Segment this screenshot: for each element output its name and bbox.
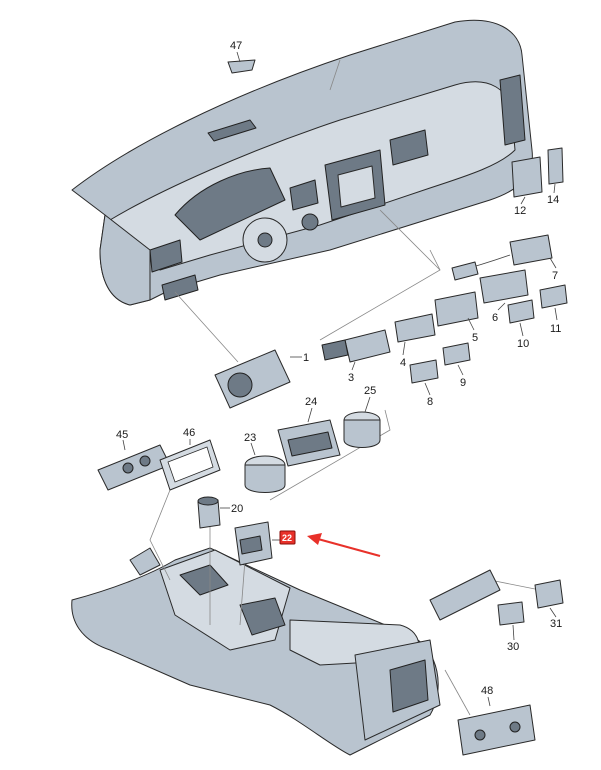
- center-console: [71, 547, 441, 756]
- label-24: 24: [305, 396, 317, 408]
- label-23: 23: [244, 432, 256, 444]
- label-1: 1: [303, 352, 309, 364]
- label-7: 7: [552, 270, 558, 282]
- dashboard: [71, 19, 533, 306]
- part-10: [507, 299, 535, 324]
- label-6: 6: [492, 312, 498, 324]
- part-12: [511, 156, 543, 198]
- part-24: [277, 419, 341, 467]
- part-14: [547, 147, 564, 185]
- label-47: 47: [230, 40, 242, 52]
- part-47: [227, 59, 256, 74]
- label-8: 8: [427, 396, 433, 408]
- part-labels: 47 1 3 4 5 6 7 8 9 10 11 12 14 20 23 24 …: [116, 40, 562, 697]
- part-8: [409, 359, 439, 384]
- label-46: 46: [183, 427, 195, 439]
- part-23: [244, 455, 286, 493]
- label-31: 31: [550, 618, 562, 630]
- part-3: [321, 329, 391, 363]
- part-20: [197, 496, 221, 529]
- label-4: 4: [400, 357, 406, 369]
- part-1: [214, 349, 291, 409]
- part-4: [394, 313, 436, 343]
- label-12: 12: [514, 205, 526, 217]
- label-10: 10: [517, 338, 529, 350]
- label-30: 30: [507, 641, 519, 653]
- part-45: [97, 444, 171, 491]
- part-trim-strip: [429, 569, 501, 621]
- label-48: 48: [481, 685, 493, 697]
- part-25: [343, 411, 381, 448]
- part-7: [451, 234, 553, 281]
- part-9: [442, 342, 471, 366]
- part-22-switch: [234, 521, 273, 566]
- label-20: 20: [231, 503, 243, 515]
- label-9: 9: [460, 377, 466, 389]
- label-3: 3: [348, 372, 354, 384]
- label-45: 45: [116, 429, 128, 441]
- leader-lines: [122, 51, 558, 707]
- part-5: [434, 291, 479, 327]
- label-25: 25: [364, 385, 376, 397]
- label-14: 14: [547, 194, 559, 206]
- label-5: 5: [472, 332, 478, 344]
- part-11: [539, 284, 568, 309]
- label-22: 22: [282, 533, 292, 543]
- part-31: [534, 579, 564, 609]
- part-46: [159, 439, 221, 491]
- part-6: [479, 269, 529, 304]
- highlight-part-22[interactable]: 22: [279, 530, 296, 545]
- highlight-arrow: [307, 533, 381, 558]
- part-30: [497, 601, 525, 626]
- label-11: 11: [550, 323, 561, 335]
- assembly-lines: [149, 59, 541, 716]
- part-48: [457, 704, 536, 756]
